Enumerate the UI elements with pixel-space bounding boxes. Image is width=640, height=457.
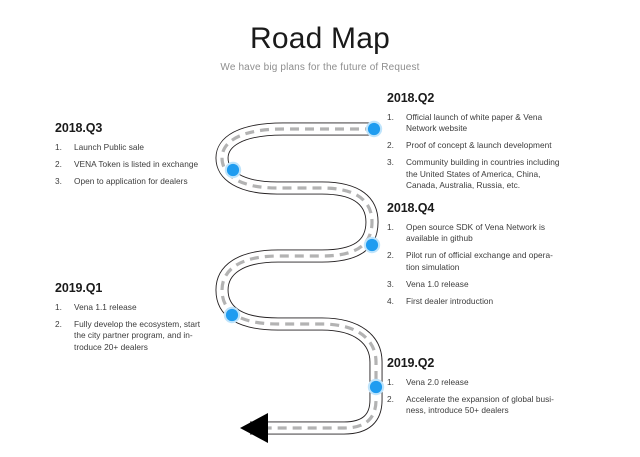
list-item: 2. Pilot run of official exchange and op… — [387, 250, 587, 273]
milestone-2018q4: 2018.Q4 1. Open source SDK of Vena Netwo… — [387, 201, 587, 307]
list-item-number: 1. — [387, 377, 394, 387]
marker-2018q2[interactable] — [367, 122, 381, 136]
list-item-number: 3. — [387, 157, 394, 168]
list-item: 1. Launch Public sale — [55, 142, 251, 153]
list-item-number: 2. — [55, 318, 62, 329]
list-item-number: 1. — [387, 222, 394, 232]
list-item-number: 2. — [387, 250, 394, 261]
list-item-number: 4. — [387, 295, 394, 306]
milestone-2018q2: 2018.Q2 1. Official launch of white pape… — [387, 91, 587, 191]
list-item: 1. Vena 1.1 release — [55, 302, 251, 313]
list-item-text: Open source SDK of Vena Network is avail… — [406, 222, 546, 244]
list-item-text: Official launch of white paper & Vena Ne… — [406, 112, 543, 134]
marker-2019q2[interactable] — [369, 380, 383, 394]
list-item: 2. VENA Token is listed in exchange — [55, 159, 251, 170]
list-item-text: Community building in countries includin… — [406, 157, 560, 191]
list-item-number: 1. — [387, 112, 394, 122]
milestone-item-list: 1. Official launch of white paper & Vena… — [387, 112, 587, 191]
page-title: Road Map — [249, 22, 390, 55]
list-item: 3. Vena 1.0 release — [387, 279, 587, 290]
list-item: 2. Accelerate the expansion of global bu… — [387, 394, 591, 417]
list-item-number: 3. — [55, 175, 62, 186]
milestone-item-list: 1. Launch Public sale 2. VENA Token is l… — [55, 142, 251, 187]
list-item-text: Launch Public sale — [74, 142, 145, 152]
list-item: 1. Official launch of white paper & Vena… — [387, 112, 587, 135]
list-item: 4. First dealer introduction — [387, 296, 587, 307]
list-item: 2. Proof of concept & launch development — [387, 140, 587, 151]
list-item-number: 3. — [387, 278, 394, 289]
milestone-title: 2018.Q3 — [55, 121, 103, 135]
list-item: 3. Open to application for dealers — [55, 176, 251, 187]
list-item-text: Open to application for dealers — [74, 175, 188, 186]
list-item-number: 2. — [55, 158, 62, 169]
list-item-text: Accelerate the expansion of global busi-… — [406, 393, 554, 416]
milestone-title: 2018.Q2 — [387, 91, 435, 105]
page-subtitle: We have big plans for the future of Requ… — [220, 62, 420, 73]
list-item-number: 1. — [55, 142, 62, 152]
milestone-title: 2018.Q4 — [387, 201, 435, 215]
list-item-number: 2. — [387, 140, 394, 151]
list-item: 1. Vena 2.0 release — [387, 377, 591, 388]
marker-2018q3[interactable] — [226, 163, 240, 177]
marker-2019q1[interactable] — [225, 308, 239, 322]
milestone-title: 2019.Q2 — [387, 356, 435, 370]
list-item-text: Proof of concept & launch development — [406, 140, 552, 151]
milestone-2019q2: 2019.Q2 1. Vena 2.0 release 2. Accelerat… — [387, 356, 591, 417]
milestone-item-list: 1. Vena 1.1 release 2. Fully develop the… — [55, 302, 251, 353]
list-item-text: Fully develop the ecosystem, start the c… — [74, 318, 201, 352]
list-item-text: Vena 1.1 release — [74, 302, 137, 312]
list-item-number: 2. — [387, 393, 394, 404]
list-item: 3. Community building in countries inclu… — [387, 157, 587, 191]
milestone-item-list: 1. Open source SDK of Vena Network is av… — [387, 222, 587, 307]
road-arrowhead — [240, 413, 268, 443]
milestone-2019q1: 2019.Q1 1. Vena 1.1 release 2. Fully dev… — [55, 281, 251, 353]
list-item-number: 1. — [55, 302, 62, 312]
list-item-text: Vena 2.0 release — [406, 377, 469, 387]
list-item: 2. Fully develop the ecosystem, start th… — [55, 319, 251, 353]
milestone-item-list: 1. Vena 2.0 release 2. Accelerate the ex… — [387, 377, 591, 417]
milestone-2018q3: 2018.Q3 1. Launch Public sale 2. VENA To… — [55, 121, 251, 187]
list-item-text: Vena 1.0 release — [406, 278, 469, 289]
road-markers — [223, 120, 385, 396]
list-item-text: First dealer introduction — [406, 295, 494, 306]
page-header: Road Map We have big plans for the futur… — [0, 22, 640, 73]
list-item-text: VENA Token is listed in exchange — [74, 158, 199, 169]
marker-2018q4[interactable] — [365, 238, 379, 252]
list-item-text: Pilot run of official exchange and opera… — [406, 250, 553, 272]
list-item: 1. Open source SDK of Vena Network is av… — [387, 222, 587, 245]
milestone-title: 2019.Q1 — [55, 281, 103, 295]
